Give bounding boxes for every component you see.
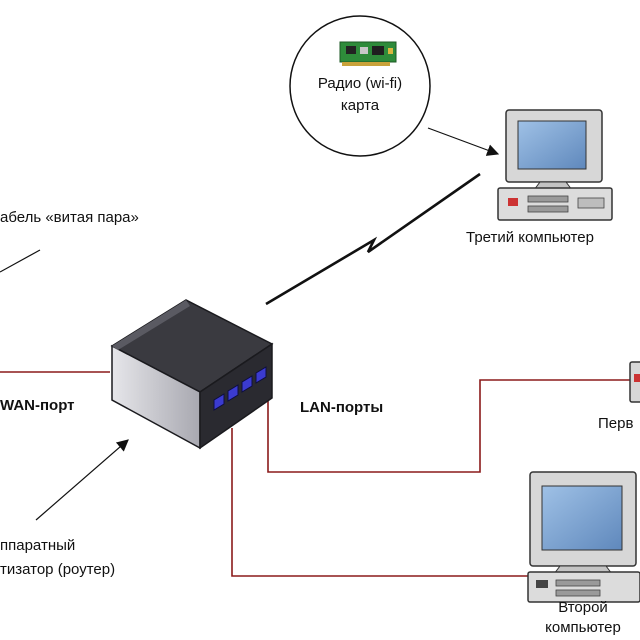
cable-label: абель «витая пара» bbox=[0, 209, 139, 226]
wan-port-label: WAN-порт bbox=[0, 397, 75, 414]
wireless-link-icon bbox=[265, 172, 481, 306]
router-pointer-arrow bbox=[35, 439, 129, 521]
lan-ports-label: LAN-порты bbox=[300, 399, 384, 416]
wifi-card-pointer-arrow bbox=[427, 127, 500, 156]
first-computer-label: Перв bbox=[598, 415, 634, 432]
router-label-line1: ппаратный bbox=[0, 537, 76, 554]
wifi-card-label-line1: Радио (wi-fi) bbox=[317, 75, 403, 92]
second-computer-icon bbox=[527, 471, 640, 603]
router-lan-leds bbox=[213, 366, 267, 411]
second-computer-label-line1: Второй bbox=[558, 599, 608, 616]
lan-cable-second bbox=[231, 428, 530, 577]
wifi-card-icon bbox=[339, 41, 397, 66]
third-computer-label: Третий компьютер bbox=[466, 229, 594, 246]
cable-pointer-line bbox=[0, 249, 41, 273]
wifi-card-label-line2: карта bbox=[340, 97, 380, 114]
cables bbox=[0, 371, 636, 577]
first-computer-icon bbox=[629, 361, 640, 403]
third-computer-icon bbox=[497, 109, 613, 221]
lan-cable-first bbox=[267, 379, 636, 473]
second-computer-label-line2: компьютер bbox=[545, 619, 621, 636]
wifi-card-callout bbox=[289, 15, 431, 157]
pointers bbox=[0, 127, 500, 521]
router-icon bbox=[110, 299, 274, 450]
router-label-line2: тизатор (роутер) bbox=[0, 561, 116, 578]
